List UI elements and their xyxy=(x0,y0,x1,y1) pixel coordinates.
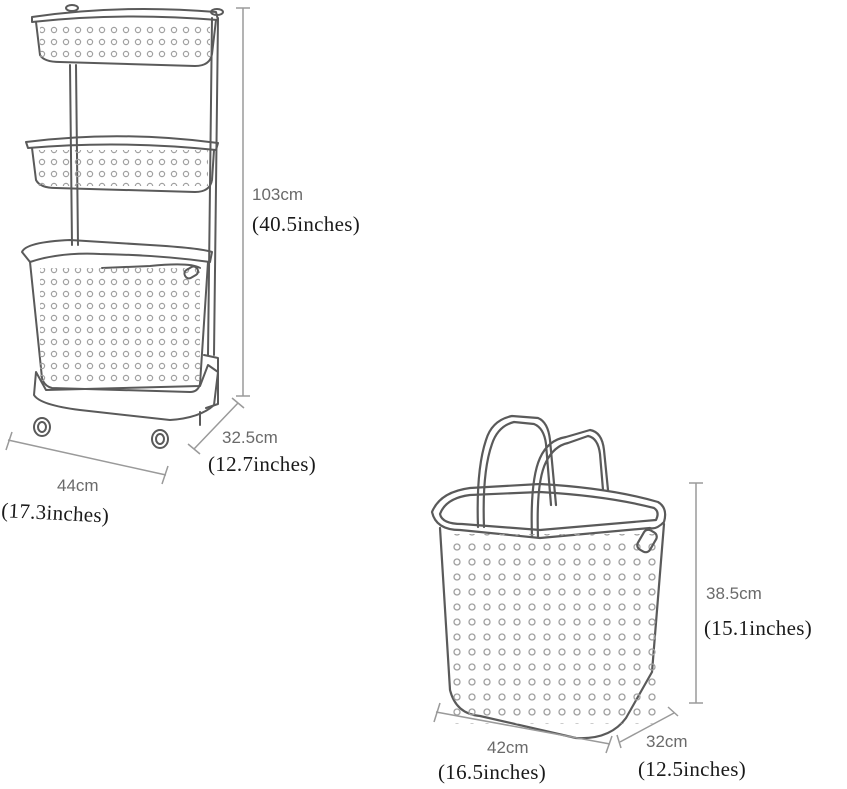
basket-width-cm: 42cm xyxy=(487,738,529,757)
cart-depth-inches: (12.7inches) xyxy=(208,452,316,476)
basket-height-cm: 38.5cm xyxy=(706,584,762,603)
basket-dimension-lines xyxy=(433,482,703,754)
laundry-cart-icon xyxy=(21,4,224,449)
basket-depth-inches: (12.5inches) xyxy=(638,757,746,781)
laundry-basket-icon xyxy=(430,414,667,740)
basket-depth-cm: 32cm xyxy=(646,732,688,751)
cart-dimension-lines xyxy=(5,7,250,485)
cart-width-cm: 44cm xyxy=(57,476,99,495)
cart-height-inches: (40.5inches) xyxy=(252,212,360,236)
cart-height-cm: 103cm xyxy=(252,185,304,204)
cart-depth-cm: 32.5cm xyxy=(222,428,278,447)
basket-width-inches: (16.5inches) xyxy=(438,760,546,784)
basket-height-inches: (15.1inches) xyxy=(704,616,812,640)
